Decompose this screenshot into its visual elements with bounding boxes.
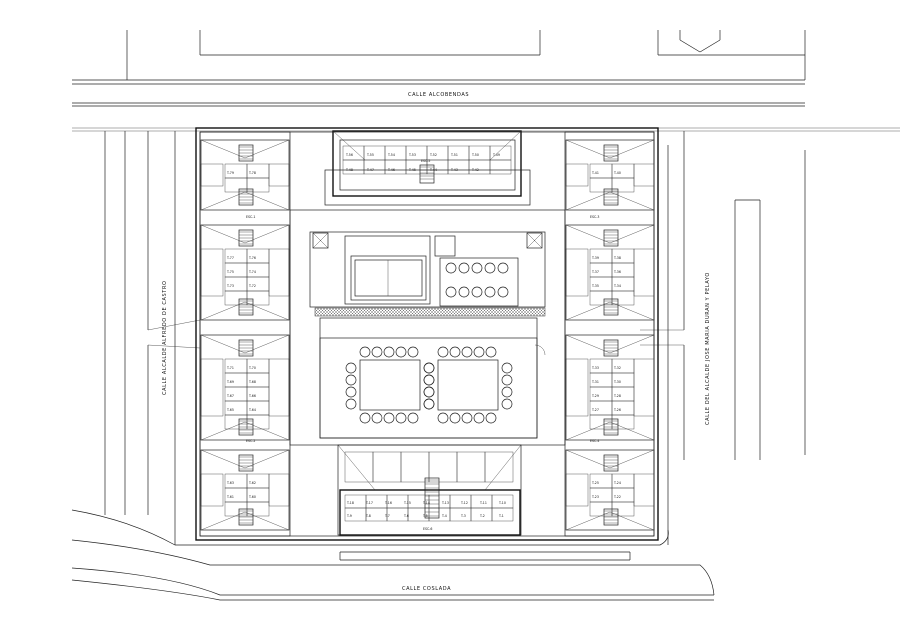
unit-label: T-77 [226,256,234,260]
left-apartment-block [199,131,291,537]
unit-label: T-71 [226,366,234,370]
unit-label: T-2 [479,514,485,518]
unit-label: T-69 [226,380,234,384]
unit-label: ESC-6 [423,527,432,531]
unit-label: T-67 [226,394,234,398]
unit-label: T-18 [346,501,354,505]
unit-label: T-65 [226,408,234,412]
unit-label: T-12 [460,501,468,505]
unit-label: T-39 [591,256,599,260]
unit-label: T-70 [248,366,256,370]
table-left [359,359,421,411]
unit-label: T-46 [387,168,395,172]
unit-label: T-23 [591,495,599,499]
unit-label: T-3 [460,514,466,518]
unit-label: T-33 [591,366,599,370]
unit-label: T-61 [226,495,234,499]
street-left: CALLE ALCALDE ALFREDO DE CASTRO [104,131,201,545]
unit-label: T-78 [248,171,256,175]
unit-label: T-50 [471,153,479,157]
unit-label: ESC-2 [246,439,255,443]
unit-label: T-45 [408,168,416,172]
unit-label: T-73 [226,284,234,288]
table-right [437,359,499,411]
unit-label: T-64 [248,408,256,412]
unit-label: T-60 [248,495,256,499]
unit-label: T-51 [450,153,458,157]
unit-label: T-10 [498,501,506,505]
unit-label: T-40 [613,171,621,175]
unit-label: T-24 [613,481,621,485]
unit-label: T-62 [248,481,256,485]
unit-label: T-25 [591,481,599,485]
street-top: CALLE ALCOBENDAS [72,30,900,132]
street-bottom: CALLE COSLADA [71,509,715,601]
unit-label: T-17 [365,501,373,505]
unit-label: T-52 [429,153,437,157]
unit-label: T-66 [248,394,256,398]
unit-label: T-15 [403,501,411,505]
unit-label: T-16 [384,501,392,505]
unit-label: T-22 [613,495,621,499]
unit-labels: T-56 T-55 T-54 T-53 T-52 T-51 T-50 T-49T-48 T-47… [226,153,621,531]
unit-label: T-48 [345,168,353,172]
unit-label: T-13 [441,501,449,505]
unit-label: T-11 [479,501,487,505]
unit-label: T-36 [613,270,621,274]
unit-label: ESC-3 [590,215,599,219]
unit-label: T-43 [450,168,458,172]
street-label-left: CALLE ALCALDE ALFREDO DE CASTRO [162,280,168,395]
unit-label: T-56 [345,153,353,157]
unit-label: T-9 [346,514,352,518]
unit-label: T-38 [613,256,621,260]
hatched-strip [314,307,546,317]
unit-label: T-32 [613,366,621,370]
right-apartment-block [564,131,655,537]
unit-label: T-41 [591,171,599,175]
unit-label: ESC-4 [590,439,599,443]
unit-label: T-76 [248,256,256,260]
unit-label: T-29 [591,394,599,398]
unit-label: ESC-5 [421,159,430,163]
unit-label: ESC-1 [246,215,255,219]
unit-label: T-72 [248,284,256,288]
unit-label: T-42 [471,168,479,172]
unit-label: T-30 [613,380,621,384]
central-courtyard [289,209,566,446]
unit-label: T-79 [226,171,234,175]
unit-label: T-6 [403,514,409,518]
unit-label: T-47 [366,168,374,172]
unit-label: T-27 [591,408,599,412]
street-label-bottom: CALLE COSLADA [402,586,451,592]
unit-label: T-68 [248,380,256,384]
unit-label: T-31 [591,380,599,384]
unit-label: T-35 [591,284,599,288]
street-label-top: CALLE ALCOBENDAS [408,92,469,98]
street-label-right: CALLE DEL ALCALDE JOSE MARIA DURAN Y PEL… [705,272,711,425]
bottom-apartment-block [337,444,522,536]
unit-label: T-8 [365,514,371,518]
top-apartment-block [324,130,531,206]
unit-label: T-54 [387,153,395,157]
unit-label: T-28 [613,394,621,398]
unit-label: T-26 [613,408,621,412]
unit-label: T-37 [591,270,599,274]
pool [350,255,427,301]
unit-label: T-53 [408,153,416,157]
street-right: CALLE DEL ALCALDE JOSE MARIA DURAN Y PEL… [640,131,806,545]
unit-label: T-75 [226,270,234,274]
unit-label: T-44 [429,168,437,172]
unit-label: T-49 [492,153,500,157]
unit-label: T-63 [226,481,234,485]
unit-label: T-74 [248,270,256,274]
unit-label: T-34 [613,284,621,288]
unit-label: T-55 [366,153,374,157]
unit-label: T-14 [422,501,430,505]
unit-label: T-5 [422,514,428,518]
unit-label: T-4 [441,514,447,518]
unit-label: T-1 [498,514,504,518]
unit-label: T-7 [384,514,390,518]
